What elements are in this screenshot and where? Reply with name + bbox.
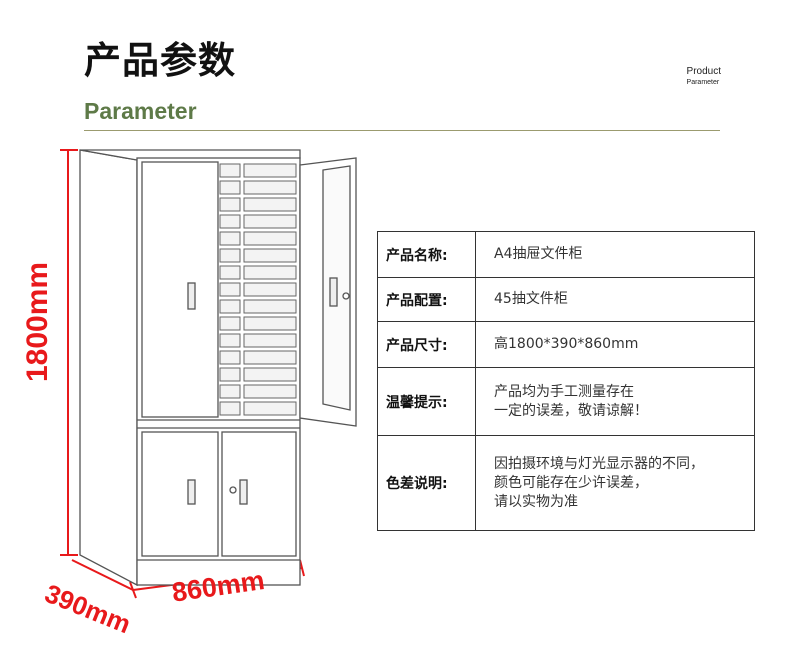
spec-row: 温馨提示:产品均为手工测量存在一定的误差，敬请谅解！ [377, 367, 755, 436]
header-rule [84, 130, 720, 131]
drawer [219, 214, 241, 229]
drawer [243, 333, 297, 348]
drawer [219, 248, 241, 263]
drawer [243, 299, 297, 314]
drawer [219, 180, 241, 195]
spec-value: 45抽文件柜 [475, 277, 755, 322]
drawer [243, 265, 297, 280]
drawer [219, 299, 241, 314]
section-subtitle: Parameter [84, 98, 197, 124]
spec-value-line: 产品均为手工测量存在 [494, 383, 634, 400]
drawer [243, 248, 297, 263]
spec-row: 产品尺寸: 高1800*390*860mm [377, 321, 755, 368]
drawer [219, 197, 241, 212]
drawer [243, 163, 297, 178]
spec-value-line: 因拍摄环境与灯光显示器的不同， [494, 455, 704, 472]
corner-label-line1: Product [686, 66, 721, 77]
dimension-height-label: 1800mm [21, 261, 54, 383]
drawer [243, 350, 297, 365]
spec-value-line: A4抽屉文件柜 [494, 246, 583, 262]
spec-table: 产品名称: A4抽屉文件柜产品配置: 45抽文件柜产品尺寸: 高1800*390*86… [377, 231, 755, 531]
corner-label-line2: Parameter [686, 79, 720, 86]
spec-label: 温馨提示: [377, 367, 476, 436]
drawer [243, 282, 297, 297]
spec-value-line: 一定的误差，敬请谅解！ [494, 402, 648, 419]
drawer [219, 401, 241, 416]
drawer [219, 333, 241, 348]
spec-value-line: 请以实物为准 [494, 493, 578, 510]
spec-value: 因拍摄环境与灯光显示器的不同， 颜色可能存在少许误差， 请以实物为准 [475, 435, 755, 531]
spec-value-line: 高1800*390*860mm [494, 336, 639, 352]
drawer [219, 316, 241, 331]
page-title: 产品参数 [84, 39, 236, 82]
spec-label: 产品尺寸: [377, 321, 476, 368]
drawer [219, 367, 241, 382]
drawer [243, 401, 297, 416]
drawer [219, 350, 241, 365]
spec-value-line: 45抽文件柜 [494, 291, 568, 307]
drawer [243, 180, 297, 195]
drawer [219, 384, 241, 399]
corner-label: Product Parameter [687, 66, 721, 87]
spec-value: A4抽屉文件柜 [475, 231, 755, 278]
spec-label: 产品配置: [377, 277, 476, 322]
drawer [219, 163, 241, 178]
spec-row: 色差说明: 因拍摄环境与灯光显示器的不同， 颜色可能存在少许误差， 请以实物为准 [377, 435, 755, 531]
drawer [243, 197, 297, 212]
drawer [219, 282, 241, 297]
spec-value-line: 颜色可能存在少许误差， [494, 474, 648, 491]
drawer [219, 231, 241, 246]
spec-value: 高1800*390*860mm [475, 321, 755, 368]
drawer [243, 316, 297, 331]
drawer [243, 231, 297, 246]
spec-row: 产品配置: 45抽文件柜 [377, 277, 755, 322]
drawer-column [219, 163, 297, 416]
drawer [219, 265, 241, 280]
drawer [243, 384, 297, 399]
spec-label: 产品名称: [377, 231, 476, 278]
spec-value: 产品均为手工测量存在一定的误差，敬请谅解！ [475, 367, 755, 436]
spec-row: 产品名称: A4抽屉文件柜 [377, 231, 755, 278]
spec-label: 色差说明: [377, 435, 476, 531]
drawer [243, 367, 297, 382]
cabinet-body [79, 149, 357, 587]
drawer [243, 214, 297, 229]
